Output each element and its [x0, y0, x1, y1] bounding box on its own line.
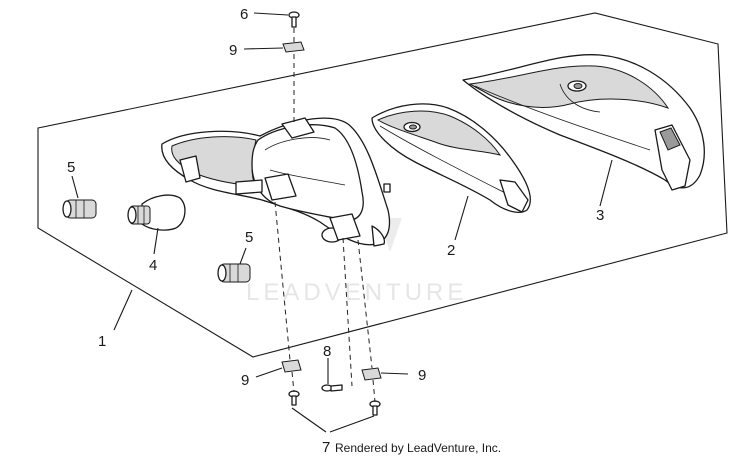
callout-7: 7: [322, 439, 330, 456]
screw-part-8: [321, 384, 343, 392]
watermark-logo: LEADVENTURE: [246, 218, 467, 306]
callout-9-lower-left: 9: [241, 372, 249, 389]
screw-part-7-right: [369, 400, 381, 416]
clip-nut-part-9-lower-right: [361, 367, 382, 381]
callout-5-upper: 5: [67, 159, 75, 176]
watermark-text: LEADVENTURE: [246, 279, 467, 306]
clip-nut-part-9-top: [282, 41, 305, 53]
leader-lines: [71, 12, 613, 433]
bulb-part-4: [127, 194, 186, 231]
callout-4: 4: [149, 257, 157, 274]
credit-text: Rendered by LeadVenture, Inc.: [335, 441, 501, 455]
callout-9-top: 9: [229, 42, 237, 59]
assembly-outline: [37, 12, 728, 358]
outer-cover-part-3: [462, 54, 705, 191]
callout-6: 6: [240, 6, 248, 23]
clip-nut-part-9-lower-left: [281, 359, 302, 373]
screw-part-6: [288, 11, 300, 28]
callout-3: 3: [596, 207, 604, 224]
callout-9-lower-right: 9: [418, 367, 426, 384]
callout-2: 2: [447, 242, 455, 259]
callout-8: 8: [323, 343, 331, 360]
assembly-dashed-lines: [274, 28, 376, 403]
callout-5-lower: 5: [245, 229, 253, 246]
callout-1: 1: [98, 333, 106, 350]
screw-part-7-left: [288, 390, 300, 406]
inner-cover-part-2: [371, 103, 531, 213]
small-bulb-part-5-upper: [62, 199, 97, 219]
small-bulb-part-5-lower: [217, 263, 251, 283]
lamp-housing-part-1: [161, 117, 391, 247]
